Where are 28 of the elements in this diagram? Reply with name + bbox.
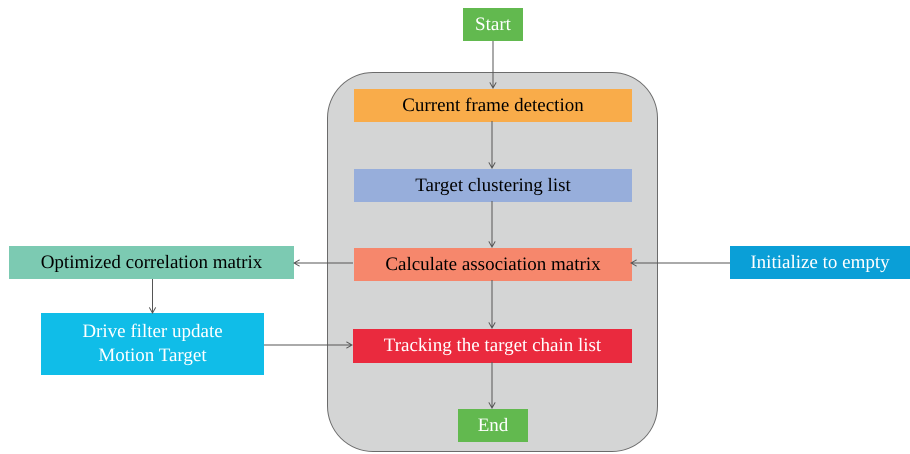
process-box <box>354 248 632 281</box>
start-box <box>463 8 523 41</box>
arrow <box>489 40 497 88</box>
arrow <box>488 362 496 408</box>
box-label: End <box>476 414 510 438</box>
container-panel <box>327 72 658 452</box>
box-label: Target clustering list <box>414 174 572 198</box>
arrow <box>488 280 496 328</box>
process-box <box>353 329 632 363</box>
box-label: Start <box>474 12 512 36</box>
end-box <box>458 409 528 442</box>
box-label: Tracking the target chain list <box>382 334 602 358</box>
arrow <box>630 259 730 267</box>
process-box <box>730 246 910 279</box>
box-label: Current frame detection <box>401 94 585 118</box>
process-box <box>41 313 264 375</box>
box-label: Optimized correlation matrix <box>40 250 264 274</box>
arrow <box>264 341 352 349</box>
process-box <box>354 89 632 122</box>
box-label: Calculate association matrix <box>384 252 602 276</box>
box-label: Drive filter update Motion Target <box>81 320 224 368</box>
arrow <box>488 200 496 248</box>
box-label: Initialize to empty <box>749 250 891 274</box>
arrow <box>488 120 496 168</box>
arrow <box>148 278 156 314</box>
process-box <box>9 246 294 279</box>
process-box <box>354 169 632 202</box>
arrow <box>294 259 354 267</box>
